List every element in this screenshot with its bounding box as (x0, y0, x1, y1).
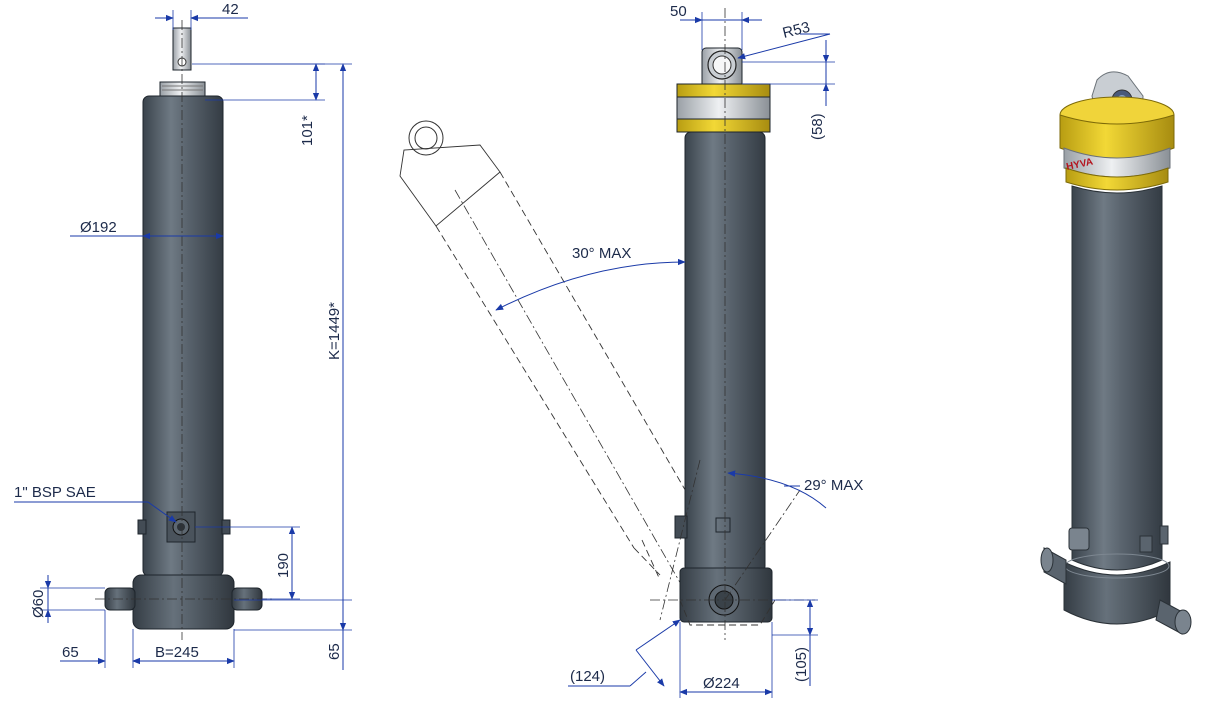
collar-yellow (676, 83, 771, 98)
dim-tilt-front-label: 29° MAX (804, 477, 863, 494)
render-trunnion-left (1040, 547, 1067, 585)
collar-silver (676, 96, 771, 120)
dim-tilt-back: 30° MAX (495, 245, 686, 311)
dim-diameter-label: Ø192 (80, 219, 117, 236)
side-port-block (674, 515, 688, 539)
port-fitting (137, 511, 231, 543)
dim-base-diameter-label: Ø224 (703, 675, 740, 692)
dim-eye-width: 50 (670, 3, 762, 50)
dim-base-height: (105) (772, 599, 818, 686)
dim-eye-width-label: 50 (670, 3, 687, 20)
dim-eye-radius-label: R53 (781, 19, 812, 42)
dim-base-width: B=245 (132, 629, 235, 668)
port-label: 1" BSP SAE (14, 484, 96, 501)
dim-trunnion-offset-label: 65 (62, 644, 79, 661)
tilted-ghost-outline (399, 120, 699, 601)
render-view: HYVA (1040, 71, 1192, 635)
top-pin (159, 27, 206, 97)
dim-length: K=1449* (230, 63, 352, 631)
dim-trunnion-diameter-label: Ø60 (30, 590, 47, 618)
dim-base-height-label: (105) (793, 647, 810, 682)
dim-trunnion-diameter: Ø60 (30, 575, 105, 623)
dim-top-height-label: 101* (299, 115, 316, 146)
dim-pin-width-label: 42 (222, 1, 239, 18)
front-view: 42 101* Ø192 K=1449* 1" BSP SAE (14, 1, 352, 670)
render-trunnion-right (1155, 599, 1192, 635)
dim-port-height-label: 190 (275, 553, 292, 578)
dim-tilt-front: 29° MAX (727, 470, 863, 509)
dim-base-width-label: B=245 (155, 644, 199, 661)
dim-tilt-offset-label: (124) (570, 668, 605, 685)
side-port-square (715, 517, 731, 533)
dim-diameter: Ø192 (70, 219, 224, 240)
dim-length-label: K=1449* (326, 302, 343, 360)
dim-trunnion-offset: 65 (60, 610, 146, 668)
dim-tilt-offset: (124) (568, 619, 681, 687)
dim-eye-radius: R53 (737, 19, 831, 60)
cylinder-base (132, 574, 235, 630)
collar-yellow-lower (676, 118, 771, 133)
dim-eye-height-label: (58) (809, 113, 826, 140)
dim-eye-height: (58) (742, 40, 835, 140)
dim-base-diameter: Ø224 (679, 622, 773, 698)
dim-tilt-back-label: 30° MAX (572, 245, 631, 262)
dim-bottom-height: 65 (234, 599, 352, 670)
render-base (1063, 561, 1171, 625)
render-tube (1071, 185, 1163, 571)
render-port-fitting (1068, 527, 1090, 551)
side-view: 50 R53 (58) 30° MAX 29° MAX (399, 3, 863, 698)
dim-bottom-height-label: 65 (326, 643, 343, 660)
dim-port-height: 190 (195, 526, 300, 600)
cylinder-tube (142, 95, 224, 577)
top-eye (701, 47, 743, 91)
dim-pin-width: 42 (155, 1, 248, 30)
port-callout: 1" BSP SAE (14, 484, 177, 523)
